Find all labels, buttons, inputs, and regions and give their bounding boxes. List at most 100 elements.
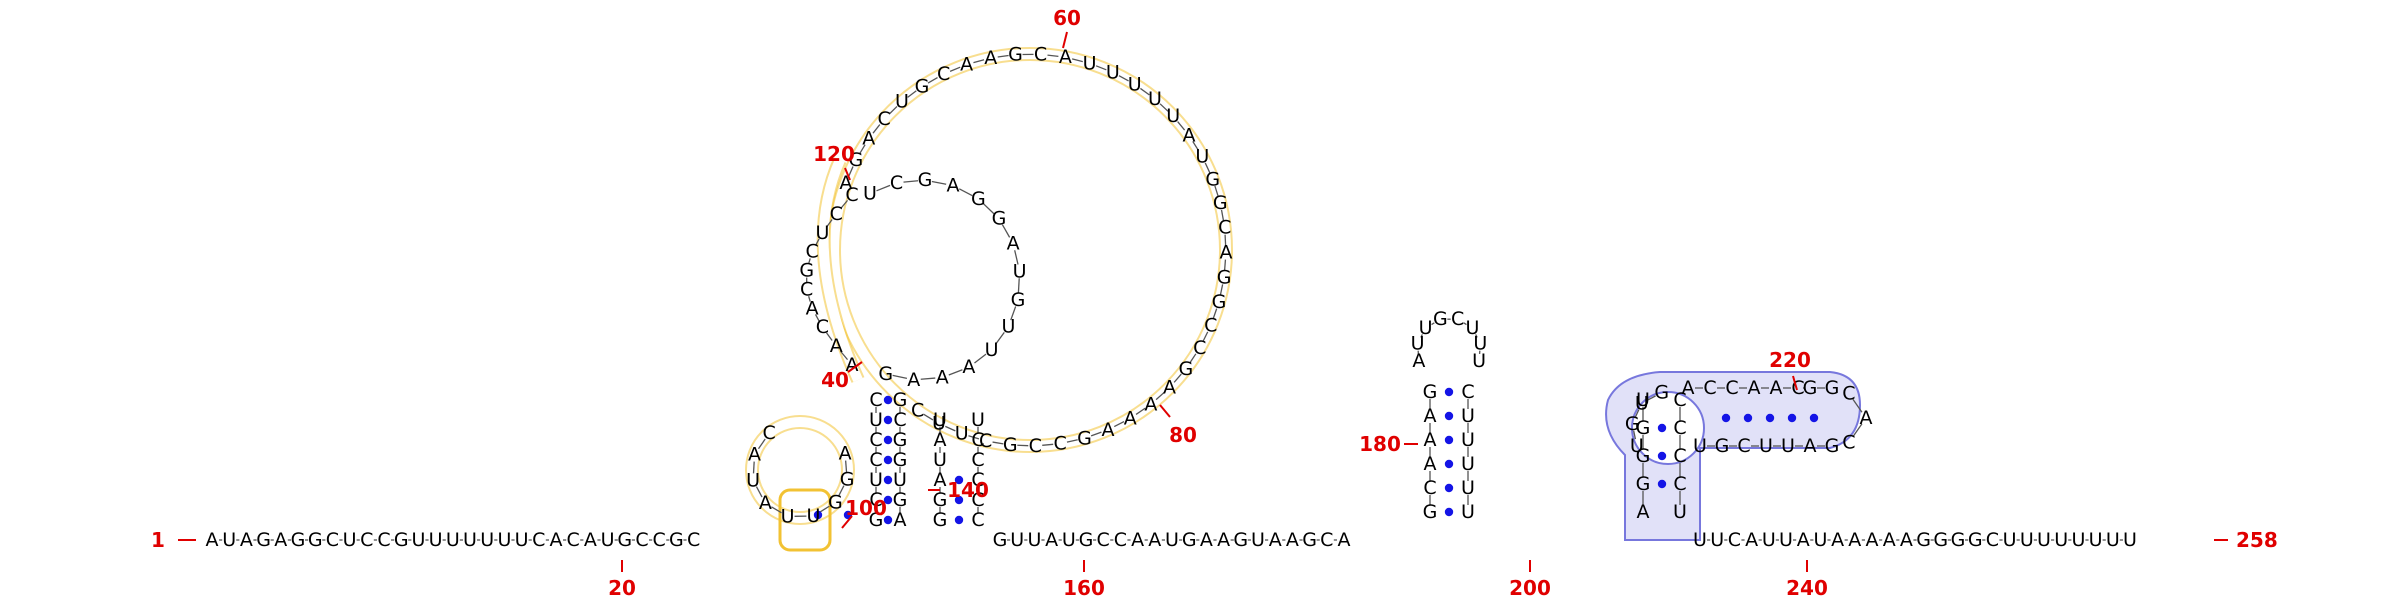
helix-nucleotide: G (893, 429, 908, 451)
position-number-n140: 140 (947, 478, 989, 502)
helix-nucleotide: U (1673, 501, 1687, 523)
base-pair-dot (1444, 411, 1454, 421)
loop-nucleotide: G (1011, 289, 1026, 311)
position-number-n220: 220 (1769, 348, 1811, 372)
backbone-link (757, 438, 766, 450)
backbone-link (997, 54, 1009, 58)
backbone-link (1010, 306, 1017, 321)
loop-nucleotide: C (937, 63, 950, 85)
helix-nucleotide: G (1423, 501, 1438, 523)
loop-nucleotide: C (830, 203, 843, 225)
loop-nucleotide: C (1034, 43, 1047, 65)
backbone-link (1192, 141, 1200, 152)
backbone-link (1852, 423, 1863, 438)
helix-nucleotide: U (893, 469, 907, 491)
helix-nucleotide: C (1737, 435, 1750, 457)
helix-nucleotide: U (933, 409, 947, 431)
helix-nucleotide: G (1715, 435, 1730, 457)
position-number-n20: 20 (608, 576, 636, 598)
backbone-nucleotide: U (497, 529, 511, 551)
loop-nucleotide: U (1195, 146, 1209, 168)
backbone-nucleotide: U (515, 529, 529, 551)
backbone-nucleotide: U (1251, 529, 1265, 551)
loop-nucleotide: G (1077, 427, 1092, 449)
loop-nucleotide: U (806, 505, 820, 527)
backbone-nucleotide: G (1951, 529, 1966, 551)
backbone-link (1224, 234, 1227, 246)
helix-nucleotide: A (1424, 429, 1437, 451)
backbone-link (982, 203, 995, 215)
loop-nucleotide: U (1635, 392, 1649, 414)
loop-nucleotide: U (1148, 88, 1162, 110)
helix-nucleotide: C (869, 429, 882, 451)
loop-nucleotide: U (863, 182, 877, 204)
backbone-nucleotide: U (2089, 529, 2103, 551)
loop-nucleotide: A (1219, 242, 1232, 264)
backbone-link (808, 258, 811, 265)
backbone-link (1223, 259, 1227, 271)
loop-nucleotide: A (1412, 350, 1425, 372)
loop-nucleotide: G (848, 149, 863, 171)
backbone-link (958, 188, 973, 197)
backbone-nucleotide: U (429, 529, 443, 551)
backbone-nucleotide: A (274, 529, 287, 551)
helix-nucleotide: C (1673, 473, 1686, 495)
loop-nucleotide: C (979, 430, 992, 452)
backbone-link (1135, 407, 1146, 415)
loop-nucleotide: U (1128, 73, 1142, 95)
backbone-link (992, 441, 1004, 445)
base-pair-dot (1721, 413, 1731, 423)
helix-nucleotide: U (933, 449, 947, 471)
backbone-link (1113, 421, 1125, 428)
loop-nucleotide: C (1218, 217, 1231, 239)
backbone-link (892, 374, 908, 380)
backbone-nucleotide: C (360, 529, 373, 551)
loop-nucleotide: U (955, 423, 969, 445)
loop-nucleotide: U (781, 505, 795, 527)
base-pair-dot (883, 515, 893, 525)
helix-nucleotide: A (1682, 377, 1695, 399)
backbone-link (1090, 431, 1102, 437)
backbone-nucleotide: U (2003, 529, 2017, 551)
backbone-link (1001, 224, 1011, 238)
backbone-nucleotide: U (2037, 529, 2051, 551)
backbone-nucleotide: A (1866, 529, 1879, 551)
helix-nucleotide: U (869, 409, 883, 431)
loop-nucleotide: G (1205, 168, 1220, 190)
base-pair-dot (883, 455, 893, 465)
loop-nucleotide: C (1451, 308, 1464, 330)
backbone-link (752, 461, 755, 474)
helix-nucleotide: G (893, 449, 908, 471)
loop-nucleotide: U (1473, 333, 1487, 355)
loop-nucleotide: G (1625, 413, 1640, 435)
helix-nucleotide: U (971, 409, 985, 431)
helix-nucleotide: A (894, 509, 907, 531)
helix-nucleotide: U (1461, 405, 1475, 427)
backbone-link (876, 184, 891, 192)
backbone-nucleotide: U (1062, 529, 1076, 551)
stem-highlight-left (778, 488, 832, 552)
position-number-n100: 100 (845, 496, 887, 520)
backbone-link (1214, 185, 1219, 197)
backbone-nucleotide: U (463, 529, 477, 551)
backbone-link (840, 351, 849, 361)
helix-nucleotide: U (1461, 477, 1475, 499)
backbone-nucleotide: U (2071, 529, 2085, 551)
loop-nucleotide: G (915, 75, 930, 97)
backbone-link (945, 425, 956, 432)
backbone-nucleotide: G (1233, 529, 1248, 551)
helix-nucleotide: U (1461, 501, 1475, 523)
backbone-link (1633, 430, 1637, 440)
backbone-link (1852, 398, 1863, 413)
position-number-n258: 258 (2236, 528, 2278, 552)
backbone-link (826, 332, 833, 341)
loop-nucleotide: A (1007, 232, 1020, 254)
helix-nucleotide: G (1636, 473, 1651, 495)
loop-nucleotide: G (992, 208, 1007, 230)
loop-nucleotide: G (1212, 291, 1227, 313)
backbone-link (1118, 75, 1129, 82)
backbone-link (755, 486, 763, 498)
backbone-link (927, 76, 938, 84)
backbone-nucleotide: G (1079, 529, 1094, 551)
backbone-link (923, 413, 934, 421)
